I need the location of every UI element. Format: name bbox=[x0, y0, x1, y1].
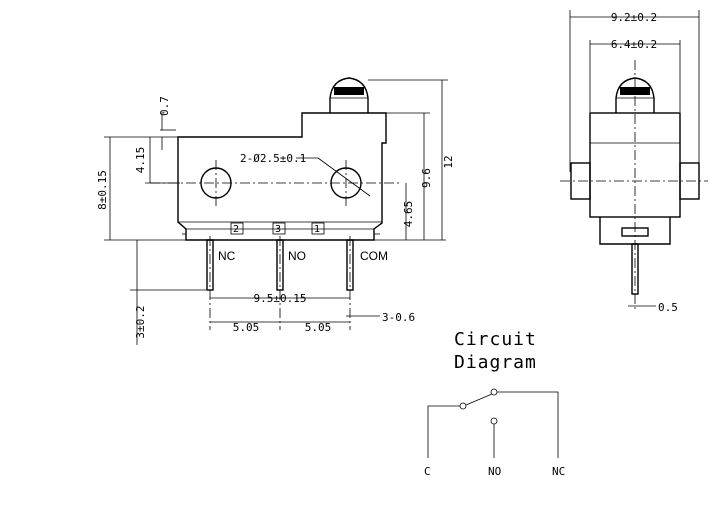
dim-0-5: 0.5 bbox=[658, 301, 678, 314]
pin-label-com: COM bbox=[360, 249, 388, 263]
wire-c bbox=[427, 405, 460, 458]
contact-no bbox=[490, 417, 498, 425]
pin-label-nc: NC bbox=[218, 249, 236, 263]
terminal-number-1: 1 bbox=[314, 224, 320, 235]
side-view: 9.2±0.2 6.4±0.2 0.5 bbox=[560, 10, 708, 314]
circuit-label-no: NO bbox=[488, 465, 501, 478]
dim-9-6: 9.6 bbox=[420, 168, 433, 188]
dim-4-15: 4.15 bbox=[134, 147, 147, 174]
wire-nc bbox=[497, 391, 559, 458]
terminal-number-3: 3 bbox=[275, 224, 281, 235]
dim-12: 12 bbox=[442, 155, 455, 168]
dim-5-05-right: 5.05 bbox=[305, 321, 332, 334]
dim-4-65: 4.65 bbox=[402, 201, 415, 228]
dim-9-2: 9.2±0.2 bbox=[611, 11, 657, 24]
actuator-button bbox=[329, 77, 369, 113]
circuit-label-nc: NC bbox=[552, 465, 565, 478]
side-pin bbox=[631, 243, 639, 295]
circuit-diagram: Circuit Diagram C NO NC bbox=[424, 329, 565, 478]
dim-3-0-6: 3-0.6 bbox=[382, 311, 415, 324]
contact-nc bbox=[490, 388, 498, 396]
terminal-number-2: 2 bbox=[233, 224, 239, 235]
dim-9-5: 9.5±0.15 bbox=[254, 292, 307, 305]
contact-c bbox=[459, 402, 467, 410]
circuit-label-c: C bbox=[424, 465, 431, 478]
pin-nc bbox=[206, 239, 214, 291]
pin-no bbox=[276, 239, 284, 291]
front-view: 2-Ø2.5±0.1 2 3 1 NC NO COM 0.7 4.15 8± bbox=[96, 77, 455, 345]
dim-3-0-2: 3±0.2 bbox=[134, 305, 147, 338]
dim-5-05-left: 5.05 bbox=[233, 321, 260, 334]
circuit-title-line1: Circuit bbox=[454, 329, 537, 350]
switch-lever bbox=[465, 393, 493, 406]
pin-com bbox=[346, 239, 354, 291]
dim-6-4: 6.4±0.2 bbox=[611, 38, 657, 51]
front-body-outline bbox=[177, 112, 387, 241]
dim-0-7: 0.7 bbox=[158, 96, 171, 116]
pin-label-no: NO bbox=[288, 249, 306, 263]
circuit-title-line2: Diagram bbox=[454, 352, 537, 373]
dim-8-0-15: 8±0.15 bbox=[96, 170, 109, 210]
dim-hole-diameter: 2-Ø2.5±0.1 bbox=[240, 152, 306, 165]
